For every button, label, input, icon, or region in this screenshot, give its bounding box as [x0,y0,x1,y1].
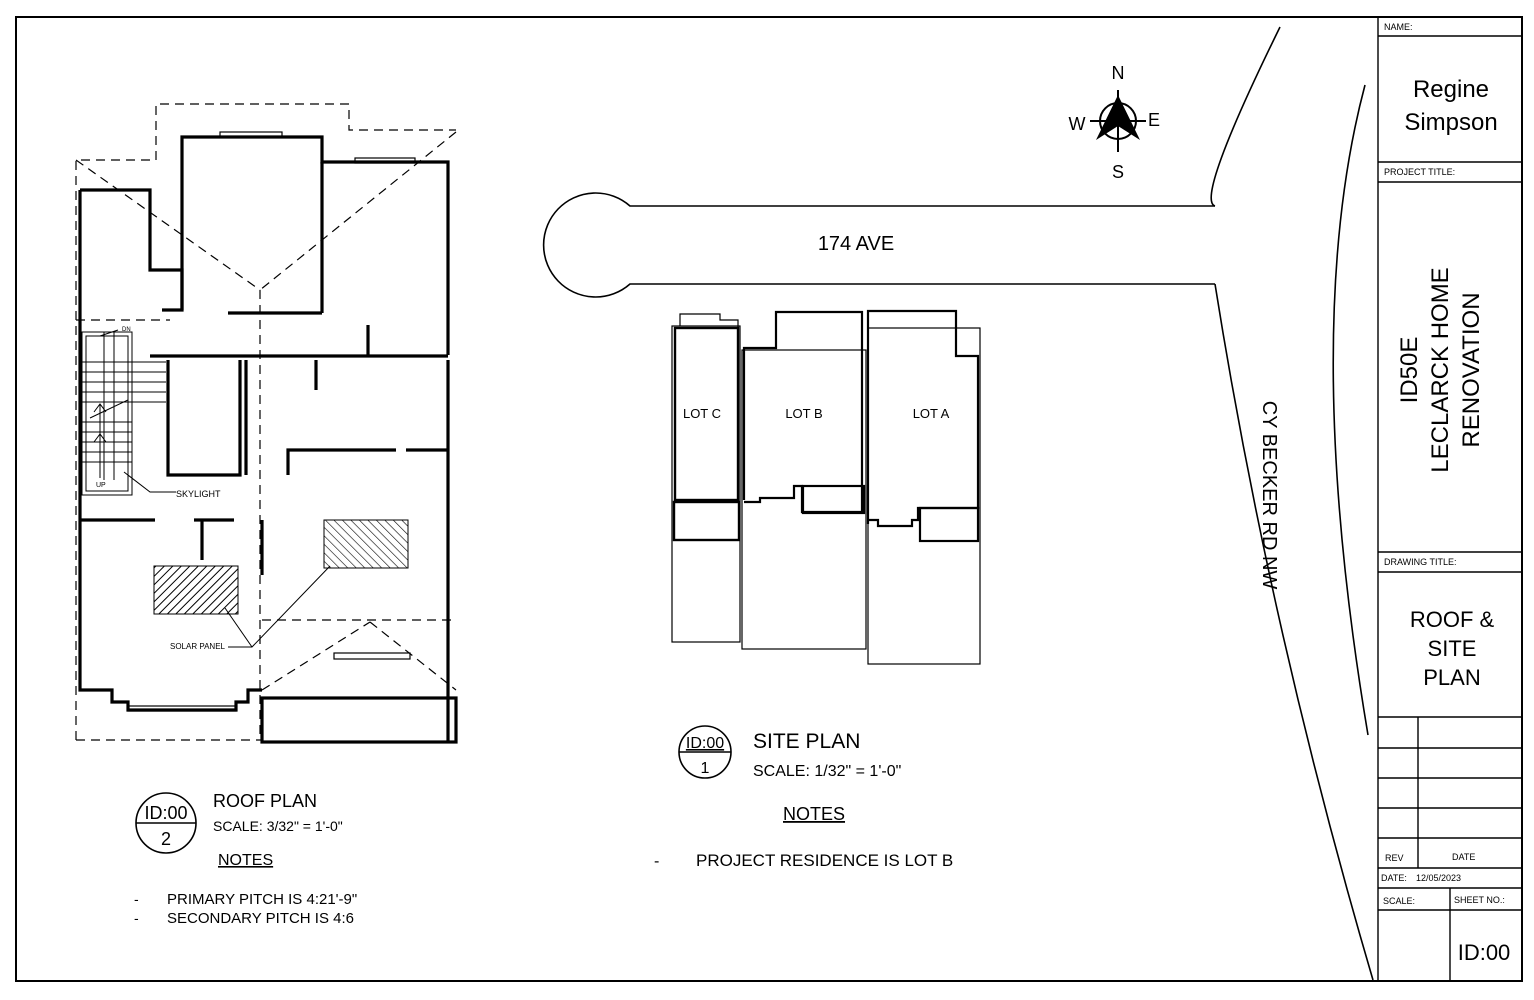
roof-note-2: SECONDARY PITCH IS 4:6 [167,910,354,927]
project-line3: RENOVATION [1458,292,1485,447]
site-note-1: PROJECT RESIDENCE IS LOT B [696,851,953,870]
roof-window-marks [127,131,416,712]
roof-tag-bottom: 2 [161,829,171,849]
roof-notes-heading: NOTES [218,852,273,869]
roof-note-dash-2: - [134,910,139,926]
skylight-label: SKYLIGHT [176,489,221,499]
project-title: ID50E LECLARCK HOME RENOVATION [1396,267,1485,472]
street-outline [542,26,1374,981]
site-plan-tag [678,725,732,779]
sheet-border [15,16,1523,982]
roof-dashed-outline [75,103,457,741]
project-line2: LECLARCK HOME [1427,267,1454,472]
roof-note-1: PRIMARY PITCH IS 4:21'-9" [167,891,357,908]
roof-tag-top: ID:00 [144,803,187,823]
road-label: CY BECKER RD NW [1258,401,1280,590]
solar-panel-left [153,565,239,615]
skylight-leader [123,471,176,493]
stair-up: UP [96,482,106,489]
project-title-label: PROJECT TITLE: [1384,167,1455,177]
roof-plan-title: ROOF PLAN [213,791,317,811]
site-notes-heading: NOTES [783,804,845,824]
solar-panel-label: SOLAR PANEL [170,642,226,651]
name-line2: Simpson [1404,109,1497,136]
rev-label: REV [1385,853,1404,863]
title-block [1377,17,1522,981]
roof-note-dash-1: - [134,891,139,907]
stair-icon [81,329,166,496]
project-line1: ID50E [1396,337,1423,404]
site-plan-title: SITE PLAN [753,730,860,753]
date-label: DATE: [1381,873,1407,883]
solar-leader-2 [224,607,253,648]
site-plan-scale: SCALE: 1/32" = 1'-0" [753,763,901,780]
name-line1: Regine [1413,76,1489,103]
compass-s: S [1112,162,1124,182]
north-arrow-icon [1090,90,1146,152]
lot-c-label: LOT C [683,406,721,421]
roof-walls [78,135,458,744]
site-tag-bottom: 1 [701,760,710,777]
drawing-line3: PLAN [1423,665,1480,690]
compass-e: E [1148,110,1160,130]
roof-plan-scale: SCALE: 3/32" = 1'-0" [213,818,343,834]
site-tag-top: ID:00 [686,735,724,752]
lots [671,309,981,665]
site-note-dash: - [654,853,659,870]
date-col-label: DATE [1452,852,1475,862]
scale-label: SCALE: [1383,896,1415,906]
stair-dn: DN [122,327,131,333]
lot-a-label: LOT A [913,406,950,421]
street-label: 174 AVE [818,233,894,255]
solar-panel-right [323,519,409,569]
lot-b-label: LOT B [785,406,822,421]
drawing-line1: ROOF & [1410,607,1495,632]
sheet-no-label: SHEET NO.: [1454,895,1505,905]
sheet-no-value: ID:00 [1458,940,1511,965]
compass-n: N [1112,63,1125,83]
date-value: 12/05/2023 [1416,873,1461,883]
name-label: NAME: [1384,22,1413,32]
roof-plan-tag [135,792,197,854]
compass-w: W [1069,114,1086,134]
drawing-line2: SITE [1428,636,1477,661]
drawing-title-label: DRAWING TITLE: [1384,557,1457,567]
